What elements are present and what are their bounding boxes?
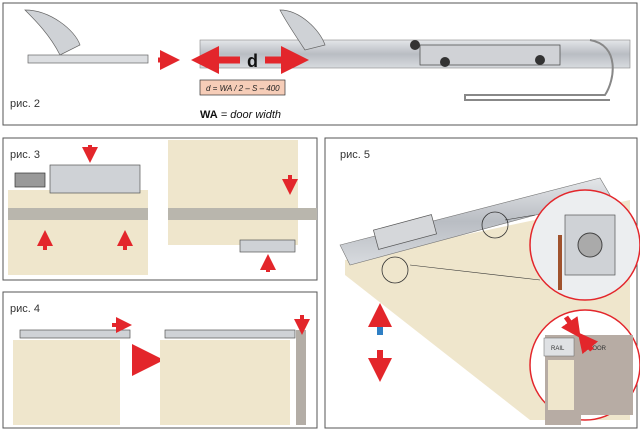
- hanger-bracket: [24, 9, 81, 56]
- formula-box: [199, 79, 286, 96]
- figure-3-panel: рис. 3: [2, 137, 318, 281]
- door-panel-2: [160, 340, 290, 425]
- distance-label: d: [247, 51, 258, 71]
- figure-3-label: рис. 3: [10, 149, 40, 161]
- legend-text: WA = door width: [200, 109, 281, 121]
- door-panel-2: [168, 140, 298, 245]
- figure-2-label: рис. 2: [10, 98, 40, 110]
- roller-carriage: [419, 44, 561, 66]
- figure-4-label: рис. 4: [10, 303, 40, 315]
- figure-5-label: рис. 5: [340, 149, 370, 161]
- door-panel: [8, 190, 148, 275]
- mounting-bracket: [464, 39, 614, 101]
- rail-label: RAIL: [551, 346, 565, 352]
- carriage: [49, 164, 141, 194]
- formula-text: d = WA / 2 – S – 400: [206, 84, 280, 93]
- rail-section: [8, 208, 148, 220]
- rail-profile: [339, 177, 611, 266]
- carrier-plate: [27, 54, 149, 64]
- figure-2-panel: рис. 2 d d = WA / 2 – S – 400 WA = door …: [2, 2, 638, 126]
- figure-5-panel: рис. 5 RAIL DOOR: [324, 137, 640, 429]
- figure-4-panel: рис. 4: [2, 291, 318, 429]
- hanger-bracket-2: [279, 9, 326, 51]
- door-panel: [13, 340, 120, 425]
